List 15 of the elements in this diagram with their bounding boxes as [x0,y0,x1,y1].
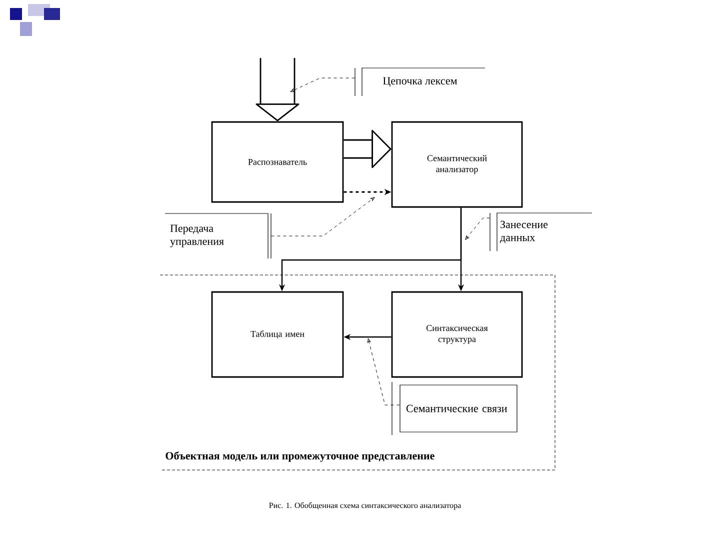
process-box: Семантический анализатор [391,121,523,208]
process-box: Синтаксическая структура [391,291,523,378]
leader-line [465,218,490,240]
leader-line [290,78,356,92]
block-arrow [344,130,392,168]
process-box: Таблица имен [211,291,344,378]
callout-box: Семантические связи [392,382,518,436]
block-arrow [256,58,300,122]
callout-box: Передача управления [164,213,272,259]
leader-line [367,338,400,406]
callout-box: Цепочка лексем [354,68,486,96]
caption: Рис. 1. Обобщенная схема синтаксического анализатора [269,502,461,510]
callout-box: Занесение данных [490,212,592,252]
process-box: Распознаватель [211,121,344,203]
leader-line [270,197,375,236]
